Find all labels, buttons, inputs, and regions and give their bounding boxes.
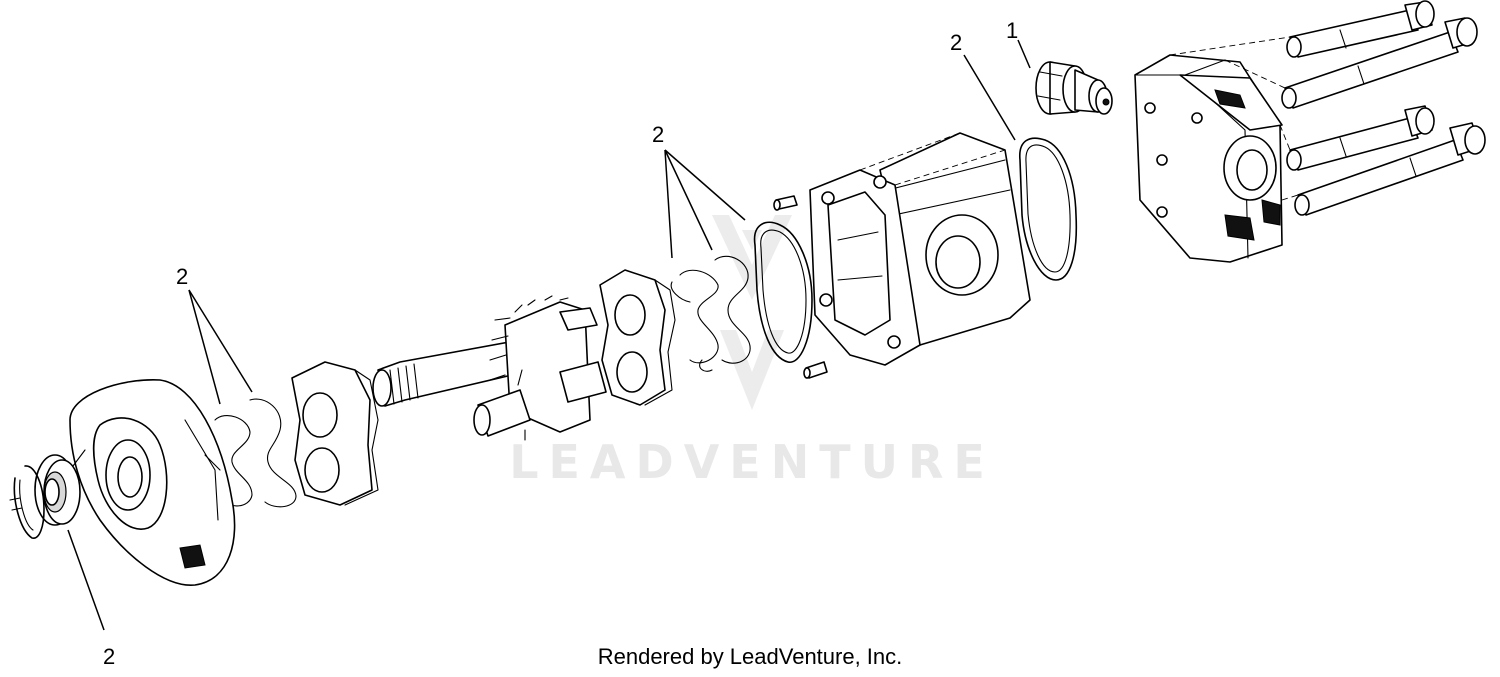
watermark: LEADVENTURE [509,215,995,489]
relief-valve-cartridge [1035,61,1113,115]
leader-2-front-a [188,289,221,405]
cap-screw-1 [1286,0,1435,58]
wear-plate-middle [599,269,676,406]
callout-number: 2 [176,264,188,289]
leader-2-middle-c [664,149,746,221]
leader-2-middle-b [664,149,713,251]
cap-screws [1169,0,1486,216]
leader-2-rear-o-ring [963,54,1016,141]
wear-plate-front [291,361,379,506]
thrust-plate-seal-middle [670,255,751,372]
dowel-pin-upper [773,195,798,211]
callout-number: 1 [1006,18,1018,43]
leader-2-seal [67,529,105,631]
front-mounting-flange [69,379,236,586]
callout-leaders [67,39,1031,631]
callout-number: 2 [103,644,115,669]
leader-2-middle-a [664,149,673,259]
center-o-ring [753,221,813,363]
rear-end-cover [1134,54,1283,263]
cap-screw-4 [1294,122,1486,216]
leader-2-front-b [188,289,253,393]
leader-1 [1017,39,1031,69]
watermark-text: LEADVENTURE [509,435,995,489]
watermark-logo [712,215,792,410]
callout-number: 2 [652,122,664,147]
retaining-ring [9,465,45,539]
thrust-plate-seal-front [214,398,297,508]
callout-number: 2 [950,30,962,55]
callout-labels: 1 2 2 2 2 [103,18,1018,669]
cap-screw-2 [1281,17,1478,109]
cap-screw-3 [1286,105,1435,171]
gear-housing [809,132,1031,366]
rear-o-ring [1019,137,1078,281]
shaft-seal [34,454,81,526]
dowel-pin-lower [803,361,828,379]
driven-gear [473,361,607,441]
render-credit: Rendered by LeadVenture, Inc. [598,644,903,669]
